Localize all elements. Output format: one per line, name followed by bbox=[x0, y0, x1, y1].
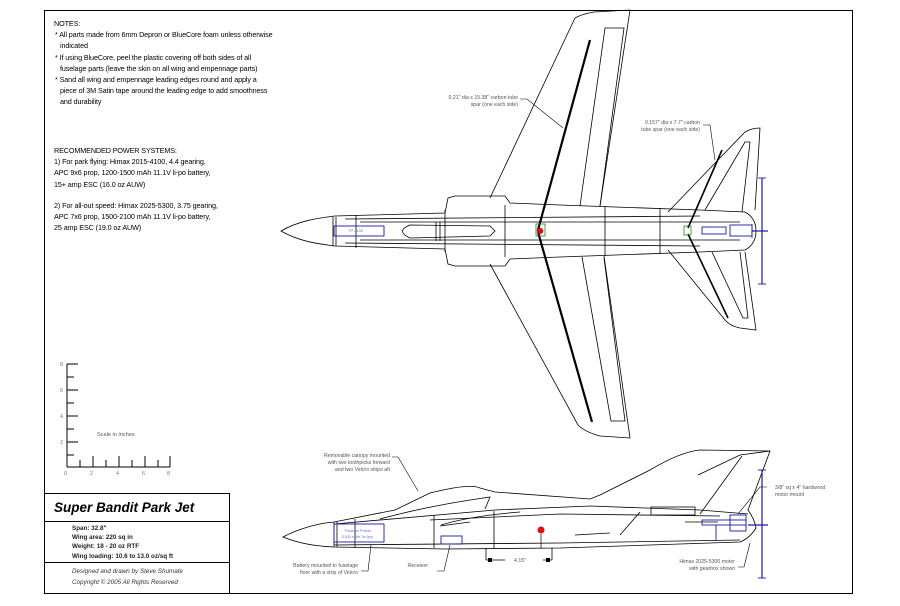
note-item: * All parts made from 6mm Depron or Blue… bbox=[55, 30, 273, 51]
tail-lower bbox=[667, 249, 757, 331]
tail-pivot-box bbox=[683, 225, 692, 236]
drawing-border bbox=[44, 10, 853, 594]
note-item: * If using BlueCore, peel the plastic co… bbox=[55, 52, 258, 73]
power-option-1-line: APC 9x6 prop, 1200-1500 mAh 11.1V li-po … bbox=[54, 168, 211, 178]
receiver-box bbox=[440, 535, 463, 545]
top-view-components bbox=[333, 177, 768, 285]
motor-label-side: Himax 2025-5300 motor bbox=[679, 559, 735, 565]
scale-label: Scale in inches bbox=[97, 432, 135, 438]
power-option-1-line: 1) For park flying: Himax 2015-4100, 4.4… bbox=[54, 157, 206, 167]
motor-mount-label: 3/8" sq x 4" hardwood bbox=[775, 485, 826, 491]
wing-spar bbox=[536, 231, 594, 423]
scale-y-tick: 2 bbox=[60, 440, 63, 446]
tail-spar-label: tube spar (one each side) bbox=[641, 127, 700, 133]
spec-wing-loading: Wing loading: 10.6 to 13.0 oz/sq ft bbox=[72, 552, 174, 560]
scale-x-tick: 6 bbox=[142, 471, 145, 477]
motor-mount-label: motor mount bbox=[775, 492, 805, 498]
cg-marker-top bbox=[536, 227, 544, 235]
wing-spar bbox=[536, 39, 592, 231]
battery-label: floor with a strip of Velcro bbox=[300, 570, 358, 576]
note-item: * Sand all wing and empennage leading ed… bbox=[55, 75, 268, 107]
notes-block: NOTES: * All parts made from 6mm Depron … bbox=[54, 18, 274, 108]
designer-credit: Designed and drawn by Steve Shumate bbox=[72, 568, 183, 575]
scale-y-tick: 4 bbox=[60, 414, 63, 420]
motor-label-top: TP 2100 bbox=[348, 228, 364, 233]
spec-weight: Weight: 18 - 20 oz RTF bbox=[72, 543, 140, 551]
notes-title: NOTES: bbox=[54, 19, 81, 28]
dimension-label: 4.15" bbox=[514, 558, 526, 564]
scale-y-tick: 6 bbox=[60, 388, 63, 394]
spec-wing-area: Wing area: 220 sq in bbox=[72, 534, 133, 542]
battery-box-label: 2100 mAh 3s lipo bbox=[342, 534, 374, 539]
battery-box-label: Thunder Power bbox=[344, 528, 372, 533]
canopy-label: and two Velcro strips aft bbox=[335, 467, 391, 473]
spec-span: Span: 32.8" bbox=[72, 525, 107, 532]
top-view bbox=[280, 9, 761, 439]
battery-label: Battery mounted to fuselage bbox=[293, 563, 358, 569]
power-option-2-line: 2) For all-out speed: Himax 2025-5300, 3… bbox=[54, 200, 218, 210]
battery-box bbox=[333, 523, 385, 543]
dimension-arrow bbox=[546, 558, 550, 562]
receiver-label: Receiver bbox=[408, 563, 429, 569]
title-block: Super Bandit Park Jet Span: 32.8" Wing a… bbox=[44, 493, 230, 594]
canopy-label: Removable canopy mounted bbox=[324, 453, 390, 459]
scale-x-tick: 2 bbox=[90, 471, 93, 477]
wing-lower bbox=[489, 255, 631, 439]
cg-box-top bbox=[535, 223, 546, 237]
scale-y-tick: 8 bbox=[60, 362, 63, 368]
power-systems-block: RECOMMENDED POWER SYSTEMS: 1) For park f… bbox=[54, 145, 284, 233]
motor-label-side: with gearbox shown bbox=[689, 566, 735, 572]
dimension-label-bg bbox=[505, 555, 543, 563]
wing-spar-label: spar (one each side) bbox=[471, 102, 519, 108]
fuselage-side bbox=[282, 449, 771, 550]
power-option-2-line: 25 amp ESC (19.0 oz AUW) bbox=[54, 223, 142, 233]
spec-list: Span: 32.8" Wing area: 220 sq in Weight:… bbox=[44, 522, 229, 563]
tail-upper bbox=[667, 127, 761, 213]
motor-box-top bbox=[333, 225, 385, 237]
wing-spar-label: 0.21" dia x 15.38" carbon tube bbox=[449, 95, 519, 101]
wing-upper bbox=[489, 9, 631, 207]
scale-x-tick: 4 bbox=[116, 471, 119, 477]
scale-ruler bbox=[66, 363, 171, 468]
scale-x-tick: 8 bbox=[167, 471, 170, 477]
tail-spar-label: 0.157" dia x 7.7" carbon bbox=[645, 120, 700, 126]
plan-title: Super Bandit Park Jet bbox=[44, 494, 229, 522]
canopy-label: with two toothpicks forward bbox=[328, 460, 390, 466]
copyright: Copyright © 2005 All Rights Reserved bbox=[72, 579, 178, 586]
power-option-1-line: 15+ amp ESC (16.0 oz AUW) bbox=[54, 179, 146, 189]
dimension-arrow bbox=[488, 558, 492, 562]
scale-x-tick: 0 bbox=[64, 471, 67, 477]
cg-marker-side bbox=[537, 526, 545, 534]
credits: Designed and drawn by Steve Shumate Copy… bbox=[44, 563, 229, 588]
side-view-components bbox=[333, 469, 768, 579]
canopy-outline bbox=[402, 224, 496, 239]
power-title: RECOMMENDED POWER SYSTEMS: bbox=[54, 146, 177, 155]
power-option-2-line: APC 7x6 prop, 1500-2100 mAh 11.1V li-po … bbox=[54, 212, 211, 222]
